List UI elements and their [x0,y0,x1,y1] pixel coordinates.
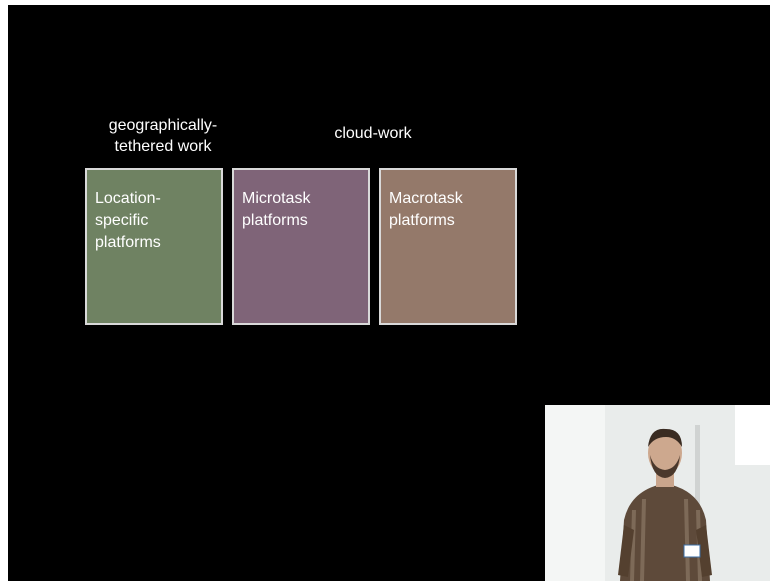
video-wall [545,405,605,581]
microtask-platforms-box: Microtask platforms [232,168,370,325]
location-specific-platforms-box: Location- specific platforms [85,168,223,325]
presenter-figure [618,428,712,581]
video-window-light [735,405,770,465]
presenter-video [545,405,770,581]
macrotask-platforms-box: Macrotask platforms [379,168,517,325]
heading-geographically-tethered-work: geographically- tethered work [108,117,218,155]
macrotask-platforms-label: Macrotask platforms [389,190,463,229]
slide: geographically- tethered work cloud-work… [8,5,770,581]
microtask-platforms-label: Microtask platforms [242,190,311,229]
location-specific-platforms-label: Location- specific platforms [95,190,161,251]
heading-cloud-work: cloud-work [334,125,412,142]
